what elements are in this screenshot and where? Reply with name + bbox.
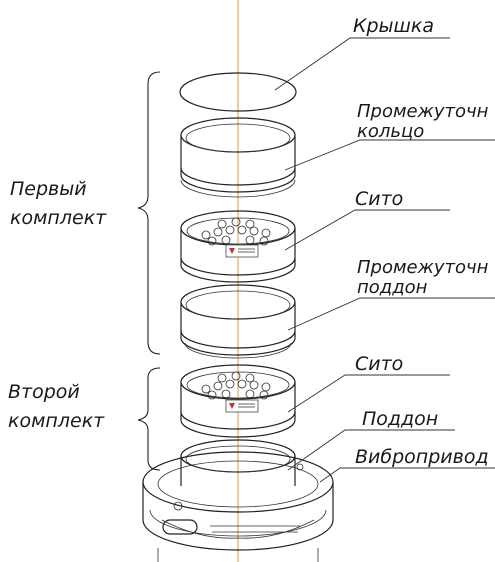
second-set-brace bbox=[137, 367, 161, 471]
label-lid: Крышка bbox=[353, 15, 434, 37]
label-vibrodrive: Вибропривод bbox=[355, 446, 489, 468]
sieve-1-holes bbox=[201, 217, 271, 246]
vibrodrive-handle-slot bbox=[162, 519, 198, 535]
label-second-set-line2: комплект bbox=[8, 410, 105, 432]
tray bbox=[180, 439, 296, 486]
label-intermediate-ring-line2: кольцо bbox=[357, 121, 424, 142]
label-first-set-line1: Первый bbox=[10, 178, 87, 200]
sieve-2 bbox=[180, 364, 296, 438]
label-intermediate-tray-line2: поддон bbox=[357, 277, 428, 298]
lid bbox=[179, 72, 297, 112]
label-sieve-1: Сито bbox=[355, 188, 403, 210]
sieve-2-label-plate bbox=[225, 399, 259, 413]
label-sieve-2: Сито bbox=[355, 353, 403, 375]
label-second-set-line1: Второй bbox=[8, 381, 80, 403]
sieve-1-label-plate bbox=[225, 244, 259, 258]
label-first-set-line2: комплект bbox=[10, 207, 107, 229]
leader-lines bbox=[274, 37, 495, 483]
first-set-brace bbox=[137, 71, 161, 355]
intermediate-tray bbox=[180, 284, 296, 359]
sieve-1 bbox=[180, 210, 296, 283]
label-tray: Поддон bbox=[362, 408, 438, 430]
intermediate-ring bbox=[180, 117, 296, 198]
sieve-2-holes bbox=[201, 371, 271, 400]
label-intermediate-tray-line1: Промежуточн bbox=[357, 257, 489, 278]
label-intermediate-ring-line1: Промежуточн bbox=[357, 101, 489, 122]
vibrodrive bbox=[142, 451, 334, 562]
